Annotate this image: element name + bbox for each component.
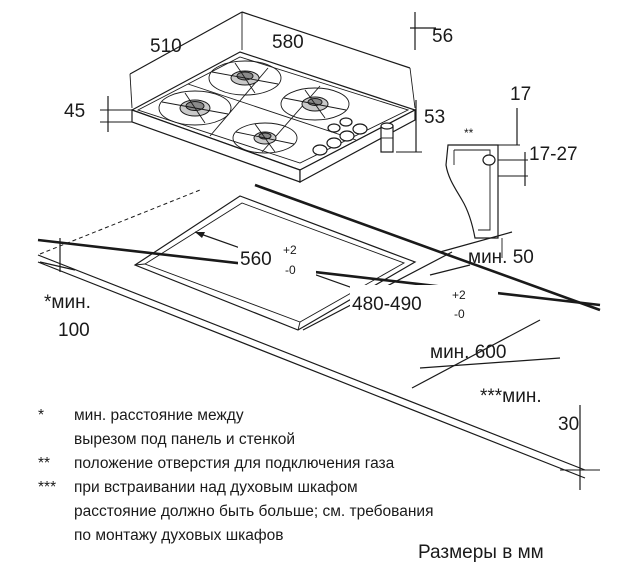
min-100-label: *мин. — [44, 292, 91, 313]
burner-back-left — [208, 60, 282, 96]
dim-hob-below: 53 — [396, 100, 445, 153]
burner-back-right — [280, 87, 350, 121]
min-30-value: 30 — [558, 414, 579, 435]
footnotes: * мин. расстояние между вырезом под пане… — [38, 407, 433, 544]
note-3-line-2: расстояние должно быть больше; см. требо… — [74, 503, 433, 520]
hob-below-value: 53 — [424, 107, 445, 128]
worktop-surface — [40, 180, 600, 395]
cutout-depth-tol-minus: -0 — [454, 307, 465, 321]
min-30-label: ***мин. — [480, 386, 542, 407]
worktop — [37, 180, 601, 479]
min-600-value: мин. 600 — [430, 342, 506, 363]
cutout-depth-value: 480-490 — [352, 294, 422, 315]
note-1-line-2: вырезом под панель и стенкой — [74, 431, 295, 448]
hob — [130, 51, 417, 184]
dim-min-100: *мин. 100 — [39, 238, 91, 341]
note-3-line-1: при встраивании над духовым шкафом — [74, 479, 358, 496]
cutout-width-value: 560 — [240, 249, 272, 270]
dim-min-30: ***мин. 30 — [480, 386, 600, 490]
control-knobs — [312, 117, 368, 156]
hob-overhang-value: 56 — [432, 26, 453, 47]
dim-hob-height: 45 — [64, 96, 132, 132]
gas-connector — [380, 122, 394, 153]
dim-hob-depth: 510 — [129, 11, 243, 109]
dim-hob-overhang: 56 — [410, 12, 453, 50]
cutout-width-tol-minus: -0 — [285, 263, 296, 277]
burner-front-left — [158, 90, 232, 126]
gas-marker: ** — [464, 126, 474, 140]
gas-offset-top-value: 17 — [510, 84, 531, 105]
cutout-width-tol-plus: +2 — [283, 243, 297, 257]
gas-range-value: 17-27 — [529, 144, 578, 165]
cutout — [133, 195, 417, 331]
hob-height-value: 45 — [64, 101, 85, 122]
units-label: Размеры в мм — [418, 542, 544, 563]
dim-min-50: мин. 50 — [439, 231, 534, 268]
hob-width-value: 580 — [272, 32, 304, 53]
burner-front-right — [232, 122, 298, 154]
min-100-value: 100 — [58, 320, 90, 341]
note-1-mark: * — [38, 407, 44, 424]
note-2-mark: ** — [38, 455, 50, 472]
cutout-depth-tol-plus: +2 — [452, 288, 466, 302]
dim-hob-width: 580 — [241, 11, 416, 109]
dim-min-600: мин. 600 — [411, 319, 561, 389]
min-50-value: мин. 50 — [468, 247, 534, 268]
note-3-line-3: по монтажу духовых шкафов — [74, 527, 284, 544]
gas-position-detail: 17 17-27 ** — [445, 84, 578, 239]
note-1-line-1: мин. расстояние между — [74, 407, 244, 424]
note-2-line-1: положение отверстия для подключения газа — [74, 455, 395, 472]
dim-cutout-depth: 480-490 +2 -0 — [302, 251, 498, 331]
note-3-mark: *** — [38, 479, 56, 496]
hob-depth-value: 510 — [150, 36, 182, 57]
